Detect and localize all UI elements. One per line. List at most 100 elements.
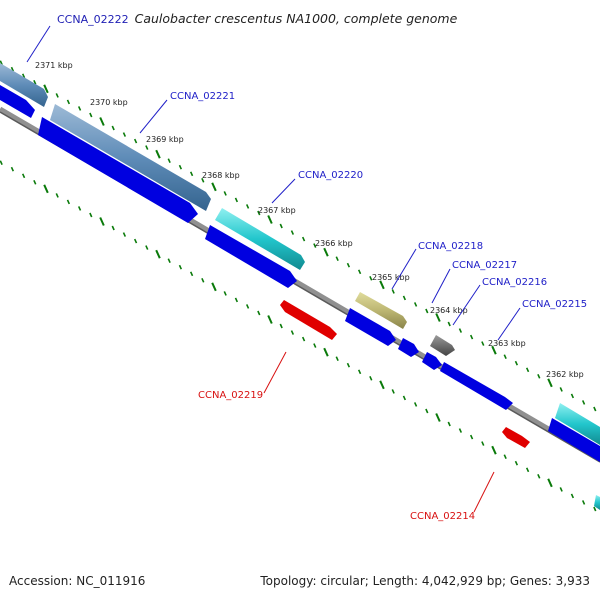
gene-labels: CCNA_02221 CCNA_02220 CCNA_02218 CCNA_02… [170,91,587,522]
label-leaders [139,99,521,513]
track-tick [402,295,407,301]
gene-label-ccna-02215[interactable]: CCNA_02215 [522,299,587,310]
track-tick [43,184,49,194]
gene-label-ccna-02214[interactable]: CCNA_02214 [410,511,475,522]
track-tick [570,493,575,499]
track-tick [413,402,418,407]
track-tick [133,238,138,244]
track-tick [469,334,474,340]
gene-label-ccna-02221[interactable]: CCNA_02221 [170,91,235,102]
track-tick [346,362,351,368]
gene-feature-ccna-02218[interactable] [355,292,407,329]
gene-feature-track [0,63,600,510]
track-tick [481,441,485,446]
track-tick [99,217,105,226]
tick-label: 2367 kbp [258,206,296,215]
cds-arrow[interactable] [38,117,198,223]
accession-text: Accession: NC_011916 [9,574,146,588]
track-tick [290,230,295,235]
gene-label-ccna-02219[interactable]: CCNA_02219 [198,390,263,401]
track-tick [559,387,563,392]
outer-tick-track [0,60,597,412]
track-tick [323,247,329,257]
kbp-tick-labels: 2371 kbp 2370 kbp 2369 kbp 2368 kbp 2367… [35,61,584,379]
track-tick [245,304,250,309]
track-tick [257,310,261,316]
cds-arrow[interactable] [422,352,442,370]
track-tick [145,245,149,250]
track-tick [570,393,575,399]
track-tick [234,297,239,303]
gene-label-ccna-02216[interactable]: CCNA_02216 [482,277,547,288]
track-tick [77,206,82,211]
track-tick [245,204,250,209]
track-tick [369,275,373,281]
track-tick [447,421,451,427]
track-tick [201,277,205,283]
cds-reverse-ccna-02219[interactable] [280,300,337,340]
track-tick [257,210,261,216]
track-tick [10,166,15,172]
cds-reverse-ccna-02214[interactable] [502,427,530,448]
gene-feature-ccna-02221[interactable] [50,104,211,211]
gene-label-ccna-02220[interactable]: CCNA_02220 [298,170,363,181]
track-tick [223,291,227,296]
leader-ccna-02214 [473,471,495,513]
track-tick [379,280,385,290]
track-tick [211,282,217,292]
track-tick [167,158,171,164]
track-tick [66,99,71,105]
track-tick [447,321,451,327]
gene-label-ccna-02217[interactable]: CCNA_02217 [452,260,517,271]
track-tick [435,313,441,322]
leader-ccna-02219 [263,351,287,394]
tick-label: 2362 kbp [546,370,584,379]
cds-reverse-track [280,300,530,448]
track-tick [313,343,317,348]
leader-ccna-02218 [391,248,417,290]
gene-feature-next[interactable] [555,403,600,445]
track-tick [133,138,138,144]
track-tick [223,191,227,196]
track-tick [234,197,239,203]
track-tick [0,160,3,166]
track-tick [201,177,205,183]
tick-label: 2365 kbp [372,273,410,282]
track-tick [111,125,115,131]
track-tick [55,93,59,98]
gene-feature-edge[interactable] [594,495,600,510]
track-tick [369,375,373,381]
cds-forward-track [0,85,600,462]
gene-feature-ccna-02220[interactable] [215,208,305,270]
track-tick [122,232,127,237]
cds-arrow[interactable] [548,418,600,462]
track-tick [267,315,273,324]
gene-label-ccna-02218[interactable]: CCNA_02218 [418,241,483,252]
track-tick [290,330,295,335]
leader-ccna-02217 [431,268,451,304]
track-tick [10,66,15,72]
tick-label: 2366 kbp [315,239,353,248]
gene-feature-ccna-02222[interactable] [0,63,48,107]
track-tick [491,445,497,455]
track-tick [525,467,530,473]
cds-arrow[interactable] [205,225,297,288]
track-tick [593,406,597,412]
track-tick [458,428,463,433]
track-tick [402,395,407,401]
tick-label: 2363 kbp [488,339,526,348]
cds-arrow[interactable] [345,308,396,346]
cds-arrow[interactable] [0,85,35,118]
gene-feature-ccna-02216[interactable] [430,335,455,356]
track-tick [77,106,82,111]
cds-arrow[interactable] [440,362,513,410]
track-tick [301,236,306,242]
cds-arrow[interactable] [398,338,419,357]
track-tick [537,373,541,379]
track-tick [111,225,115,231]
track-tick [122,132,127,137]
track-tick [537,473,541,479]
track-tick [581,500,586,505]
track-tick [189,271,194,277]
